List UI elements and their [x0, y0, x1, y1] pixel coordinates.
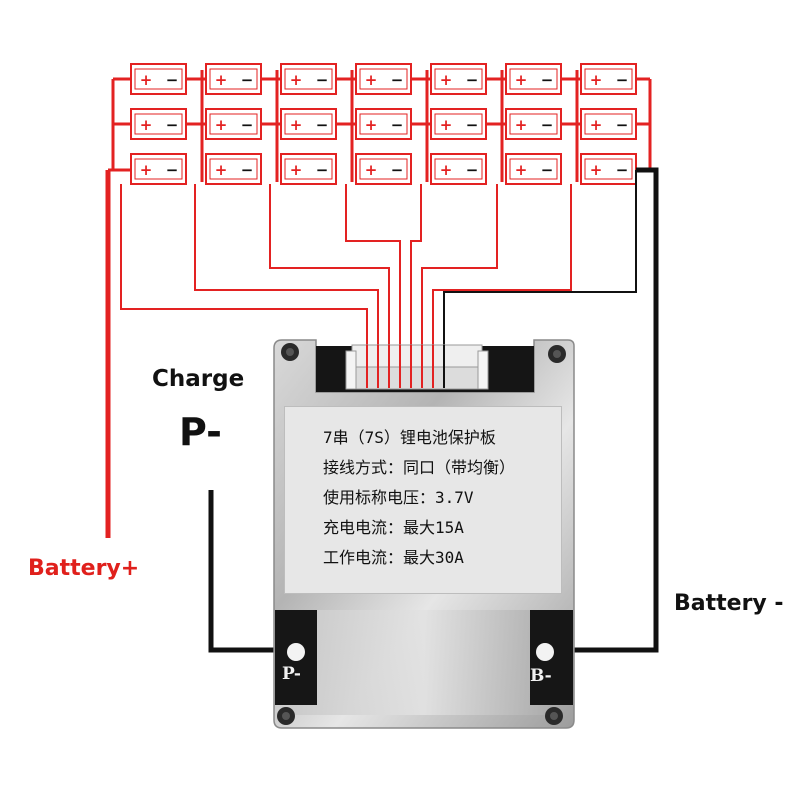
battery-cell: +− — [280, 153, 337, 185]
battery-cell: +− — [355, 63, 412, 95]
battery-cell: +− — [280, 108, 337, 140]
plus-terminal: + — [365, 71, 378, 89]
plus-terminal: + — [515, 116, 528, 134]
minus-terminal: − — [616, 71, 629, 89]
screw-top-right — [548, 345, 566, 363]
minus-terminal: − — [616, 116, 629, 134]
minus-terminal: − — [316, 71, 329, 89]
spec-line-charge-current: 充电电流：最大15A — [323, 518, 464, 537]
minus-terminal: − — [241, 161, 254, 179]
plus-terminal: + — [215, 71, 228, 89]
minus-terminal: − — [541, 116, 554, 134]
minus-terminal: − — [166, 116, 179, 134]
plus-terminal: + — [140, 116, 153, 134]
minus-terminal: − — [541, 71, 554, 89]
spec-line-wiring: 接线方式：同口（带均衡） — [323, 458, 516, 477]
bms-spec-label: 7串（7S）锂电池保护板 接线方式：同口（带均衡） 使用标称电压：3.7V 充电… — [284, 406, 562, 594]
screw-bottom-right — [545, 707, 563, 725]
plus-terminal: + — [365, 116, 378, 134]
plus-terminal: + — [440, 161, 453, 179]
balance-wire — [120, 184, 368, 345]
minus-terminal: − — [466, 116, 479, 134]
battery-cell: +− — [205, 153, 262, 185]
minus-terminal: − — [166, 161, 179, 179]
minus-terminal: − — [166, 71, 179, 89]
minus-terminal: − — [391, 71, 404, 89]
plus-terminal: + — [440, 71, 453, 89]
p-minus-label: P- — [179, 410, 222, 454]
plus-terminal: + — [290, 116, 303, 134]
spec-line-voltage: 使用标称电压：3.7V — [323, 488, 474, 507]
screw-top-left — [281, 343, 299, 361]
plus-terminal: + — [140, 161, 153, 179]
charge-p-minus-wire — [208, 490, 290, 653]
balance-wires — [120, 170, 637, 345]
minus-terminal: − — [241, 71, 254, 89]
battery-minus-wire — [555, 167, 659, 653]
battery-cell: +− — [355, 153, 412, 185]
minus-terminal: − — [241, 116, 254, 134]
battery-cell: +− — [205, 63, 262, 95]
plus-terminal: + — [590, 71, 603, 89]
minus-terminal: − — [316, 116, 329, 134]
spec-line-title: 7串（7S）锂电池保护板 — [323, 428, 496, 447]
battery-cell: +− — [580, 63, 637, 95]
balance-wire — [345, 184, 401, 345]
battery-cell: +− — [205, 108, 262, 140]
pad-p-minus: P- — [282, 664, 301, 684]
balance-connector — [345, 344, 489, 390]
battery-cell: +− — [130, 108, 187, 140]
battery-cell: +− — [355, 108, 412, 140]
plus-terminal: + — [590, 116, 603, 134]
battery-cell: +− — [130, 63, 187, 95]
connector-pins — [366, 345, 445, 388]
plus-terminal: + — [290, 71, 303, 89]
plus-terminal: + — [215, 116, 228, 134]
battery-cell-grid: +−+−+−+−+−+−+−+−+−+−+−+−+−+−+−+−+−+−+−+−… — [130, 63, 637, 185]
balance-wire — [269, 184, 390, 345]
battery-cell: +− — [130, 153, 187, 185]
battery-cell: +− — [430, 108, 487, 140]
minus-terminal: − — [541, 161, 554, 179]
plus-terminal: + — [140, 71, 153, 89]
battery-minus-label: Battery - — [674, 591, 784, 616]
screw-bottom-left — [277, 707, 295, 725]
spec-line-work-current: 工作电流：最大30A — [323, 548, 464, 567]
battery-plus-label: Battery+ — [28, 556, 140, 581]
plus-terminal: + — [215, 161, 228, 179]
balance-wire — [410, 184, 422, 345]
minus-terminal: − — [466, 161, 479, 179]
battery-cell: +− — [505, 108, 562, 140]
battery-cell: +− — [505, 63, 562, 95]
plus-terminal: + — [440, 116, 453, 134]
battery-cell: +− — [580, 153, 637, 185]
minus-terminal: − — [466, 71, 479, 89]
battery-cell: +− — [505, 153, 562, 185]
minus-terminal: − — [391, 116, 404, 134]
battery-cell: +− — [580, 108, 637, 140]
plus-terminal: + — [515, 71, 528, 89]
balance-wire — [194, 184, 379, 345]
plus-terminal: + — [590, 161, 603, 179]
balance-wire — [443, 170, 637, 345]
plus-terminal: + — [515, 161, 528, 179]
plus-terminal: + — [290, 161, 303, 179]
charge-label: Charge — [152, 366, 245, 392]
minus-terminal: − — [316, 161, 329, 179]
balance-wire — [421, 184, 498, 345]
plus-terminal: + — [365, 161, 378, 179]
battery-cell: +− — [430, 63, 487, 95]
battery-cell: +− — [280, 63, 337, 95]
balance-wire — [432, 184, 572, 345]
minus-terminal: − — [616, 161, 629, 179]
minus-terminal: − — [391, 161, 404, 179]
battery-cell: +− — [430, 153, 487, 185]
pad-b-minus: B- — [530, 666, 552, 686]
